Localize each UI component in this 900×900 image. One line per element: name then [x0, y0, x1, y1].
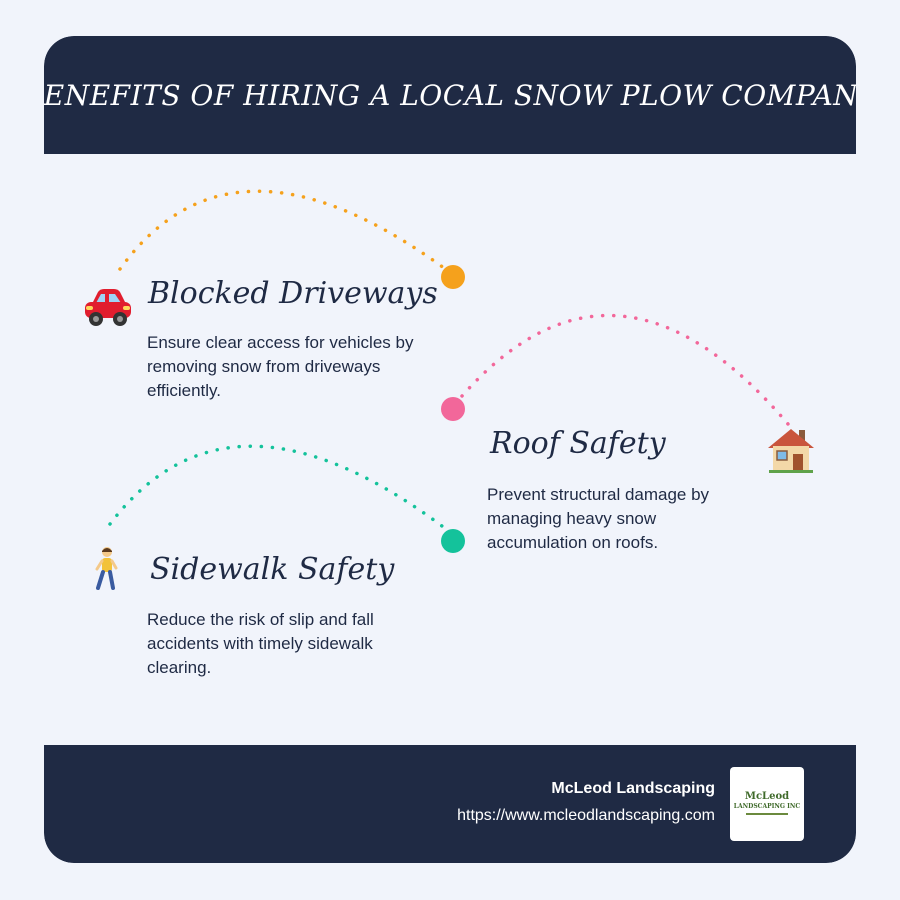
item-desc-sidewalk-safety: Reduce the risk of slip and fall acciden…	[147, 610, 374, 677]
arc-end-dot-green	[441, 529, 465, 553]
item-title-roof-safety: Roof Safety	[490, 426, 666, 461]
house-icon	[766, 426, 814, 473]
connector-arcs	[108, 189, 790, 553]
dotted-arc-green	[108, 444, 448, 531]
dotted-arc-orange	[118, 189, 446, 271]
item-title-blocked-driveways: Blocked Driveways	[148, 276, 438, 311]
car-icon	[82, 286, 131, 326]
arc-end-dot-orange	[441, 265, 465, 289]
company-url-link[interactable]: https://www.mcleodlandscaping.com	[457, 807, 715, 824]
page-title: BENEFITS OF HIRING A LOCAL SNOW PLOW COM…	[44, 78, 856, 112]
item-desc-blocked-driveways: Ensure clear access for vehicles by remo…	[147, 333, 414, 400]
company-logo: McLeod LANDSCAPING INC	[730, 767, 804, 841]
pedestrian-icon	[92, 546, 132, 590]
header-banner: BENEFITS OF HIRING A LOCAL SNOW PLOW COM…	[44, 36, 856, 154]
arc-end-dot-pink	[441, 397, 465, 421]
footer-banner: McLeod Landscaping https://www.mcleodlan…	[44, 745, 856, 863]
item-title-sidewalk-safety: Sidewalk Safety	[150, 552, 395, 587]
logo-subtext: LANDSCAPING INC	[733, 803, 801, 810]
infographic-card: BENEFITS OF HIRING A LOCAL SNOW PLOW COM…	[44, 36, 856, 863]
logo-divider	[746, 813, 788, 815]
logo-wordmark: McLeod	[744, 791, 790, 802]
company-name: McLeod Landscaping	[551, 780, 715, 797]
item-desc-roof-safety: Prevent structural damage by managing he…	[487, 485, 710, 552]
dotted-arc-pink	[460, 313, 790, 426]
